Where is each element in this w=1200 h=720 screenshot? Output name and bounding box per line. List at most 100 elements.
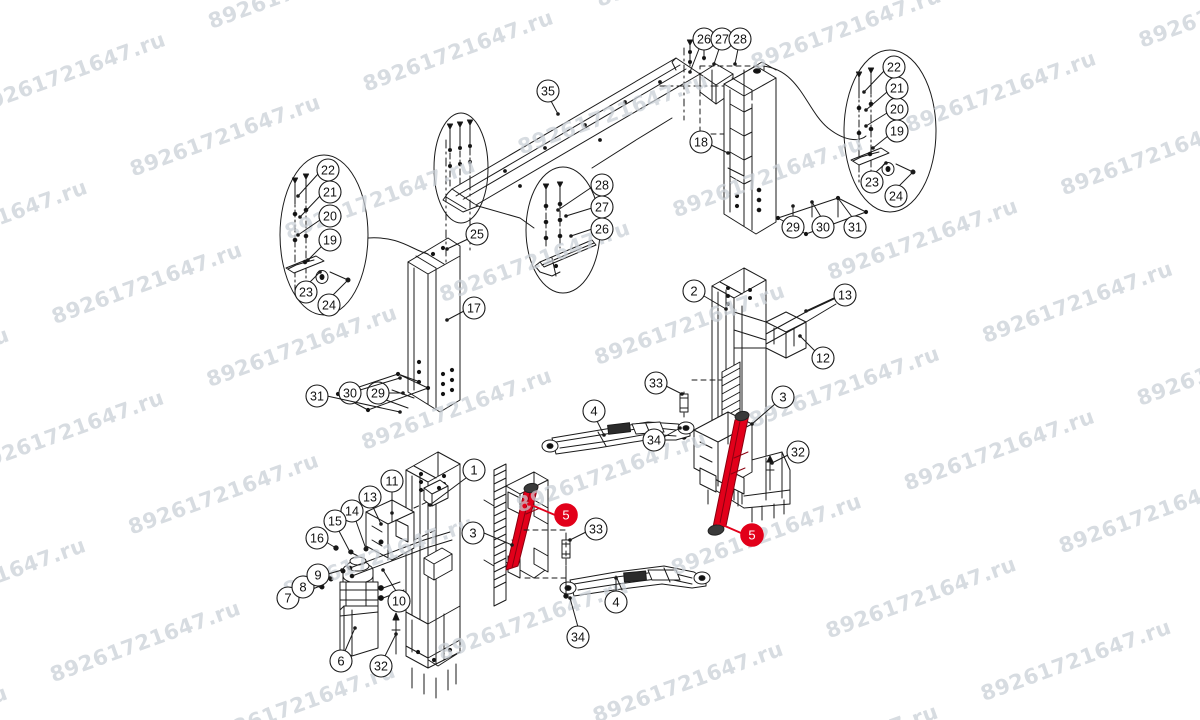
callout-circle[interactable] — [689, 130, 713, 154]
callout-circle[interactable] — [642, 428, 666, 452]
callout-circle[interactable] — [294, 280, 318, 304]
callout-balloon-4[interactable]: 4 — [582, 399, 606, 437]
callout-circle[interactable] — [358, 485, 382, 509]
callout-circle[interactable] — [369, 654, 393, 678]
callout-balloon-28[interactable]: 28 — [728, 27, 752, 66]
callout-balloon-5[interactable]: 5 — [527, 502, 578, 527]
callout-circle[interactable] — [323, 509, 347, 533]
callout-leader-18 — [710, 144, 729, 154]
callout-circle[interactable] — [566, 625, 590, 649]
callout-number: 35 — [541, 85, 555, 99]
callout-balloon-32[interactable]: 32 — [770, 440, 810, 465]
callout-balloon-22[interactable]: 22 — [296, 158, 340, 198]
callout-balloon-31[interactable]: 31 — [305, 384, 402, 414]
callout-balloon-3[interactable]: 3 — [461, 521, 514, 547]
callout-circle[interactable] — [316, 158, 340, 182]
callout-circle[interactable] — [786, 440, 810, 464]
callout-circle[interactable] — [582, 399, 606, 423]
callout-circle[interactable] — [317, 293, 341, 317]
callout-circle[interactable] — [380, 469, 404, 493]
callout-balloon-6[interactable]: 6 — [329, 626, 357, 673]
callout-circle[interactable] — [340, 499, 364, 523]
callout-balloon-34[interactable]: 34 — [642, 426, 682, 452]
callout-balloon-24[interactable]: 24 — [317, 278, 350, 317]
callout-circle[interactable] — [305, 384, 329, 408]
callout-circle[interactable] — [771, 385, 795, 409]
callout-balloon-26[interactable]: 26 — [688, 27, 716, 74]
callout-balloon-30[interactable]: 30 — [810, 200, 835, 239]
callout-circle[interactable] — [305, 526, 329, 550]
callout-balloon-21[interactable]: 21 — [864, 76, 909, 112]
callout-leader-34 — [663, 427, 681, 438]
callout-balloon-14[interactable]: 14 — [340, 499, 368, 551]
callout-circle[interactable] — [590, 173, 614, 197]
callout-balloon-25[interactable]: 25 — [445, 222, 489, 251]
callout-circle[interactable] — [306, 563, 330, 587]
callout-circle[interactable] — [461, 521, 485, 545]
callout-balloon-31[interactable]: 31 — [836, 196, 867, 239]
callout-balloon-4[interactable]: 4 — [604, 576, 628, 614]
callout-balloon-12[interactable]: 12 — [798, 334, 835, 370]
callout-balloon-22[interactable]: 22 — [862, 55, 906, 94]
callout-balloon-1[interactable]: 1 — [428, 458, 486, 507]
callout-balloon-19[interactable]: 19 — [871, 119, 909, 150]
callout-circle[interactable] — [884, 184, 908, 208]
callout-circle[interactable] — [329, 649, 353, 673]
callout-circle[interactable] — [781, 215, 805, 239]
callout-circle[interactable] — [682, 279, 706, 303]
callout-circle[interactable] — [833, 283, 857, 307]
callout-circle[interactable] — [860, 170, 884, 194]
callout-balloon-28[interactable]: 28 — [556, 173, 614, 212]
callout-balloon-13[interactable]: 13 — [358, 485, 383, 526]
callout-balloon-11[interactable]: 11 — [380, 469, 404, 515]
callout-circle[interactable] — [882, 55, 906, 79]
callout-balloon-16[interactable]: 16 — [305, 526, 338, 550]
callout-balloon-33[interactable]: 33 — [644, 371, 684, 396]
callout-balloon-29[interactable]: 29 — [781, 204, 805, 239]
callout-balloon-23[interactable]: 23 — [860, 161, 888, 194]
callout-circle[interactable] — [465, 222, 489, 246]
callout-circle[interactable] — [536, 79, 560, 103]
callout-circle[interactable] — [811, 215, 835, 239]
callout-circle[interactable] — [462, 458, 486, 482]
callout-balloon-24[interactable]: 24 — [884, 170, 915, 208]
callout-circle[interactable] — [728, 27, 752, 51]
callout-circle[interactable] — [318, 228, 342, 252]
callout-balloon-20[interactable]: 20 — [296, 204, 342, 237]
callout-circle[interactable] — [811, 346, 835, 370]
callout-balloon-26[interactable]: 26 — [569, 217, 614, 241]
callout-circle[interactable] — [843, 215, 867, 239]
callout-circle[interactable] — [740, 523, 764, 547]
callout-balloon-27[interactable]: 27 — [564, 195, 614, 219]
callout-balloon-27[interactable]: 27 — [710, 27, 734, 66]
callout-circle[interactable] — [554, 503, 578, 527]
callout-balloon-30[interactable]: 30 — [338, 376, 402, 405]
callout-balloon-13[interactable]: 13 — [804, 283, 857, 313]
callout-number: 6 — [337, 654, 344, 669]
callout-balloon-32[interactable]: 32 — [369, 632, 398, 678]
callout-balloon-9[interactable]: 9 — [306, 563, 344, 587]
callout-balloon-2[interactable]: 2 — [682, 279, 728, 311]
callout-balloon-23[interactable]: 23 — [294, 270, 322, 304]
callout-balloon-10[interactable]: 10 — [381, 568, 411, 613]
callout-balloon-5[interactable]: 5 — [716, 521, 764, 547]
callout-balloon-21[interactable]: 21 — [298, 180, 342, 219]
callout-balloon-18[interactable]: 18 — [689, 130, 730, 155]
callout-circle[interactable] — [338, 381, 362, 405]
callout-balloon-29[interactable]: 29 — [366, 381, 405, 405]
callout-balloon-34[interactable]: 34 — [566, 596, 590, 649]
callout-circle[interactable] — [604, 590, 628, 614]
callout-circle[interactable] — [462, 296, 486, 320]
callout-balloon-15[interactable]: 15 — [323, 509, 352, 554]
callout-balloon-35[interactable]: 35 — [536, 79, 560, 116]
callout-circle[interactable] — [318, 204, 342, 228]
callout-balloon-19[interactable]: 19 — [306, 228, 342, 262]
callout-balloon-33[interactable]: 33 — [568, 517, 608, 542]
callout-circle[interactable] — [584, 517, 608, 541]
callout-balloon-17[interactable]: 17 — [445, 296, 486, 322]
callout-circle[interactable] — [387, 589, 411, 613]
callout-circle[interactable] — [644, 371, 668, 395]
callout-circle[interactable] — [366, 381, 390, 405]
callout-balloon-3[interactable]: 3 — [750, 385, 795, 426]
